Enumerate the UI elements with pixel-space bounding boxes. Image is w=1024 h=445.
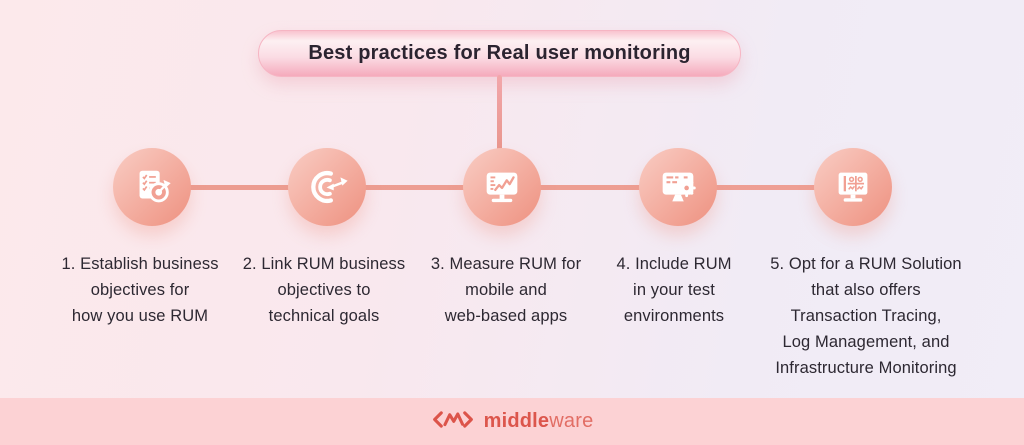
step-5-circle [814, 148, 892, 226]
vertical-connector-line [497, 75, 502, 151]
brand-wordmark-light: ware [549, 410, 594, 432]
target-arrow-icon [304, 164, 350, 210]
step-5-label: 5. Opt for a RUM Solution that also offe… [770, 255, 962, 377]
step-4-label: 4. Include RUM in your test environments [616, 255, 732, 325]
title-banner: Best practices for Real user monitoring [258, 30, 741, 77]
step-1-label: 1. Establish business objectives for how… [61, 255, 219, 325]
step-4-circle [639, 148, 717, 226]
step-1-circle [113, 148, 191, 226]
step-2-circle [288, 148, 366, 226]
monitor-chart-icon [479, 164, 525, 210]
step-2-label: 2. Link RUM business objectives to techn… [242, 255, 406, 325]
brand-wordmark: middleware [484, 410, 594, 433]
step-3-circle [463, 148, 541, 226]
monitor-dashboard-icon [830, 164, 876, 210]
checklist-target-icon [129, 164, 175, 210]
footer-brand-bar: middleware [0, 398, 1024, 445]
page-title: Best practices for Real user monitoring [308, 42, 691, 64]
monitor-gear-icon [655, 164, 701, 210]
brand-wordmark-bold: middle [483, 410, 550, 432]
step-3-label: 3. Measure RUM for mobile and web-based … [430, 255, 582, 325]
middleware-logo-icon [431, 405, 475, 439]
